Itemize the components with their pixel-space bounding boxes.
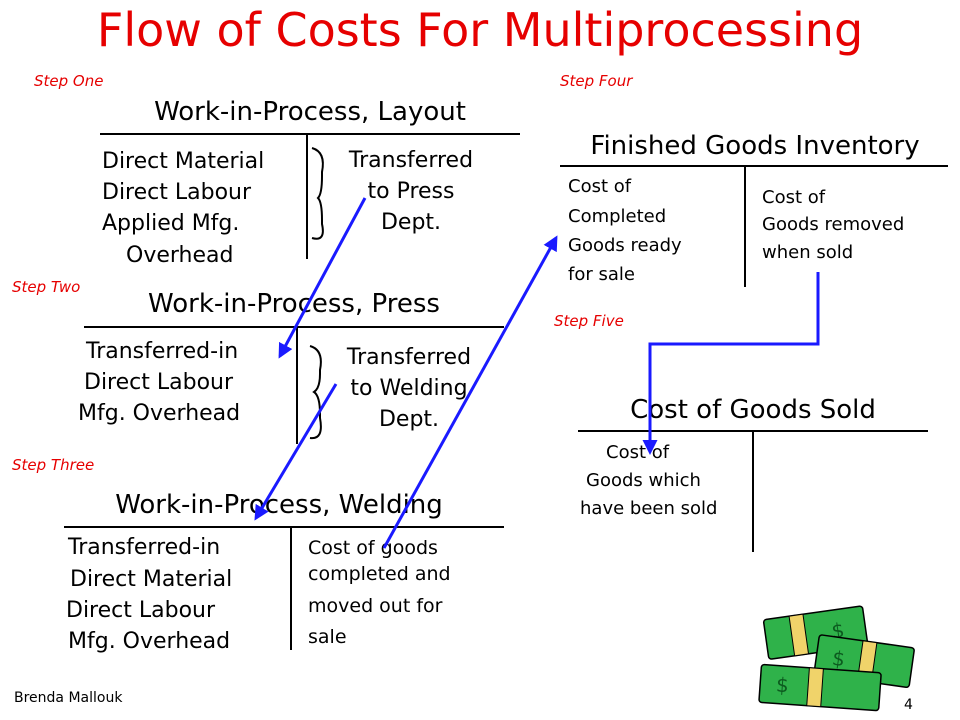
debit-item: Direct Labour (84, 370, 234, 395)
debit-item: have been sold (580, 498, 718, 519)
credit-item: Transferred (348, 148, 474, 173)
debit-item: Direct Material (102, 149, 265, 174)
debit-item: for sale (568, 264, 635, 285)
debit-item: Goods ready (568, 235, 682, 256)
page-title: Flow of Costs For Multiprocessing (96, 3, 864, 57)
t-account-divider (290, 526, 292, 650)
footer-author: Brenda Mallouk (14, 690, 123, 706)
account-title-welding: Work-in-Process, Welding (115, 490, 443, 520)
debit-item: Completed (568, 206, 667, 227)
credit-item: when sold (762, 242, 854, 263)
step-three-label: Step Three (12, 456, 95, 474)
debit-item: Overhead (126, 243, 234, 268)
debit-item: Direct Material (70, 567, 233, 592)
debit-item: Cost of (568, 176, 632, 197)
flow-arrow-finished-to-cogs (642, 272, 820, 455)
account-title-finished-goods: Finished Goods Inventory (590, 131, 920, 161)
money-icon: $ $ $ (758, 605, 915, 712)
step-five-label: Step Five (554, 312, 624, 330)
step-one-label: Step One (34, 72, 104, 90)
t-account-divider (752, 430, 754, 552)
debit-item: Transferred-in (68, 535, 221, 560)
account-title-cogs: Cost of Goods Sold (630, 395, 876, 425)
svg-text:$: $ (775, 673, 789, 698)
credit-item: completed and (308, 563, 451, 585)
t-account-divider (744, 165, 746, 287)
debit-item: Mfg. Overhead (78, 401, 241, 426)
debit-item: Mfg. Overhead (68, 629, 231, 654)
step-four-label: Step Four (560, 72, 633, 90)
credit-item: Transferred (346, 345, 472, 370)
debit-item: Applied Mfg. (102, 211, 240, 236)
credit-item: Cost of goods (308, 537, 438, 559)
credit-item: moved out for (308, 595, 443, 617)
debit-item: Goods which (586, 470, 701, 491)
credit-item: to Press (367, 179, 455, 204)
account-title-press: Work-in-Process, Press (148, 289, 440, 319)
credit-item: to Welding (350, 376, 468, 401)
credit-item: Dept. (380, 210, 442, 235)
t-account-divider (296, 326, 298, 444)
step-two-label: Step Two (12, 278, 81, 296)
brace-press (309, 345, 322, 440)
t-account-rule (560, 165, 948, 167)
flow-arrow-welding-to-finished (382, 235, 558, 549)
t-account-divider (306, 133, 308, 259)
flow-arrow-layout-to-press (278, 197, 367, 359)
debit-item: Direct Labour (66, 598, 216, 623)
credit-item: Cost of (762, 187, 826, 208)
flow-arrow-press-to-welding (254, 383, 338, 521)
debit-item: Transferred-in (86, 339, 239, 364)
account-title-layout: Work-in-Process, Layout (154, 97, 466, 127)
brace-layout (311, 147, 324, 240)
credit-item: sale (308, 626, 347, 648)
credit-item: Dept. (378, 407, 440, 432)
svg-text:$: $ (831, 646, 847, 672)
t-account-rule (64, 526, 504, 528)
t-account-rule (100, 133, 520, 135)
page-number: 4 (904, 697, 913, 713)
debit-item: Direct Labour (102, 180, 252, 205)
credit-item: Goods removed (762, 214, 905, 235)
